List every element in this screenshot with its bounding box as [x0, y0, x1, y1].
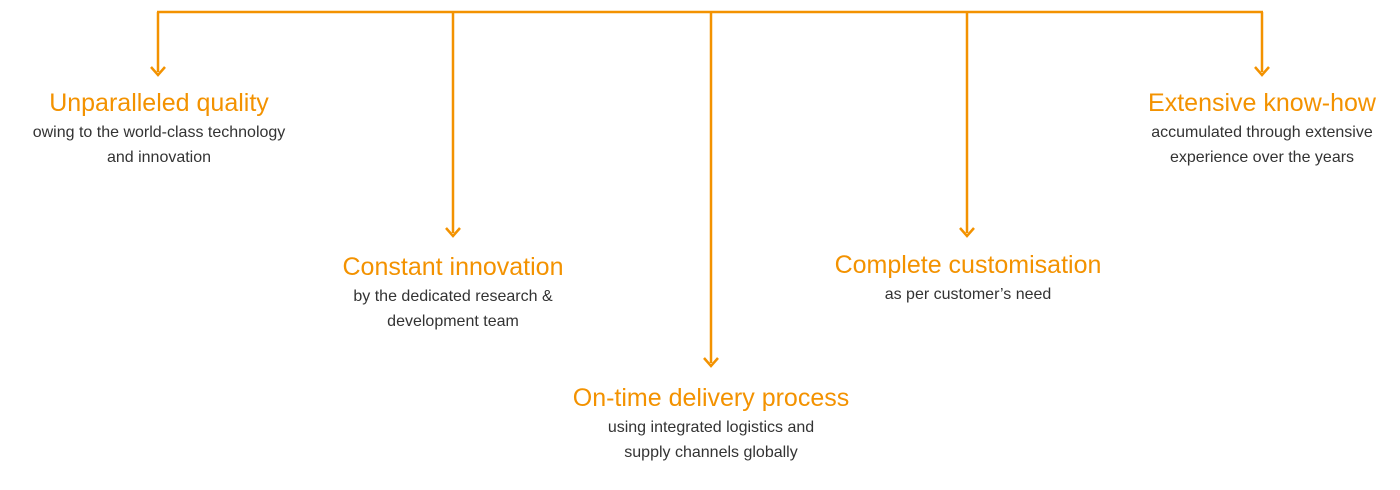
description-line: using integrated logistics and	[607, 419, 815, 436]
item-description: using integrated logistics and supply ch…	[573, 415, 849, 465]
item-complete-customisation: Complete customisation as per customer’s…	[835, 250, 1102, 307]
arrowhead-knowhow	[1254, 66, 1270, 77]
item-description: accumulated through extensive experience…	[1148, 120, 1376, 170]
arrowhead-delivery	[703, 357, 719, 368]
item-on-time-delivery: On-time delivery process using integrate…	[573, 383, 849, 465]
description-line: as per customer’s need	[884, 286, 1052, 303]
description-line: development team	[387, 313, 519, 330]
description-line: accumulated through extensive	[1151, 124, 1373, 141]
item-constant-innovation: Constant innovation by the dedicated res…	[343, 252, 564, 334]
item-title: Extensive know-how	[1148, 89, 1376, 117]
arrowhead-innovation	[445, 227, 461, 238]
item-title: On-time delivery process	[572, 384, 850, 412]
arrowhead-customisation	[959, 227, 975, 238]
item-description: owing to the world-class technology and …	[33, 120, 286, 170]
item-title: Constant innovation	[342, 253, 564, 281]
description-line: owing to the world-class technology	[32, 124, 286, 141]
description-line: supply channels globally	[624, 444, 798, 461]
description-line: by the dedicated research &	[353, 288, 553, 305]
item-description: by the dedicated research & development …	[343, 284, 564, 334]
item-description: as per customer’s need	[835, 282, 1102, 307]
description-line: experience over the years	[1169, 149, 1355, 166]
item-title: Unparalleled quality	[49, 89, 269, 117]
arrowhead-quality	[150, 66, 166, 77]
item-extensive-know-how: Extensive know-how accumulated through e…	[1148, 88, 1376, 170]
item-unparalleled-quality: Unparalleled quality owing to the world-…	[33, 88, 286, 170]
description-line: and innovation	[106, 149, 212, 166]
item-title: Complete customisation	[834, 251, 1102, 279]
